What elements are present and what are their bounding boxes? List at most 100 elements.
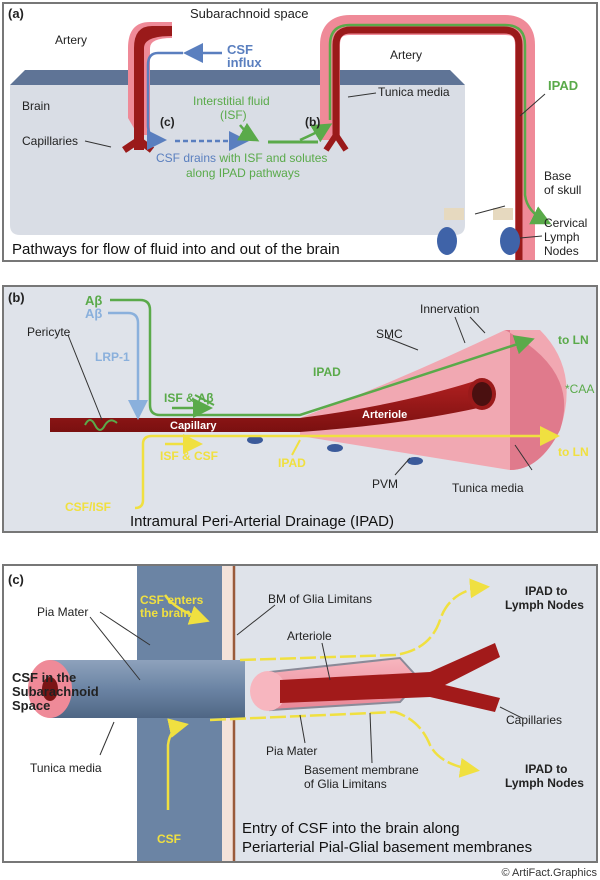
leader-capillaries [84, 140, 112, 148]
panel-b-label: (b) [8, 290, 25, 305]
label-tunica-media: Tunica media [378, 85, 450, 99]
label-tunica-media-c: Tunica media [30, 761, 102, 775]
label-lrp1: LRP-1 [95, 350, 130, 364]
ipad-green-leader [194, 394, 215, 406]
label-base-1: Base [544, 169, 572, 183]
label-ipad-green: IPAD [313, 365, 341, 379]
pia-mater-pipe [50, 660, 245, 718]
label-isf-2: (ISF) [220, 108, 247, 122]
label-capillary: Capillary [170, 420, 217, 432]
label-capillaries: Capillaries [22, 134, 78, 148]
label-artery-right: Artery [390, 48, 422, 62]
lumen-c [42, 677, 58, 701]
label-brain: Brain [22, 99, 50, 113]
label-arteriole-c: Arteriole [287, 629, 332, 643]
skull-base-right [493, 208, 513, 220]
leader-innervation-1 [454, 316, 466, 344]
leader-pia-1 [99, 611, 151, 646]
label-arteriole: Arteriole [362, 409, 407, 421]
panel-a: (a) Subarachnoid space Artery Artery CSF… [2, 2, 598, 262]
label-artery-left: Artery [55, 33, 87, 47]
label-lymph-1: Cervical [544, 216, 587, 230]
brain-tissue [10, 85, 465, 235]
leader-bm [236, 604, 276, 636]
ipad-bottom-arrow [209, 710, 480, 778]
leader-tunica-b [514, 444, 533, 471]
marker-c: (c) [160, 115, 175, 129]
panel-b: (b) Aβ Aβ Pericyte LRP-1 ISF & Aβ Capill… [2, 285, 598, 533]
label-tunica-media-b: Tunica media [452, 481, 524, 495]
label-innervation: Innervation [420, 302, 479, 316]
leader-ipad [519, 93, 546, 117]
arteriole-lumen [472, 382, 492, 406]
pvm-cell [327, 444, 343, 452]
label-subarachnoid: Subarachnoid space [190, 6, 309, 21]
leader-pvm [394, 457, 411, 476]
abeta-blue-path [108, 311, 148, 420]
ipad-yellow-leader [291, 439, 301, 456]
leader-lymph [519, 235, 543, 239]
panel-a-caption: Pathways for flow of fluid into and out … [12, 241, 340, 258]
leader-capillaries-c [499, 706, 523, 719]
label-csf-sub-1: CSF in the [12, 670, 76, 685]
label-csf-influx-1: CSF [227, 42, 253, 57]
label-to-ln-yellow: to LN [558, 445, 589, 459]
label-base-2: of skull [544, 183, 581, 197]
csf-enters-arrow [163, 594, 210, 625]
panel-c: (c) Pia Mater CSF enters the brain BM of… [2, 564, 598, 863]
arteriole-end [250, 671, 286, 711]
label-ipad-top-1: IPAD to [525, 584, 567, 598]
label-pericyte: Pericyte [27, 325, 71, 339]
label-pia-mater-bottom: Pia Mater [266, 744, 317, 758]
leader-skull [474, 205, 506, 215]
pericyte [84, 419, 118, 431]
right-artery [332, 26, 523, 260]
leader-basement [369, 712, 373, 764]
label-smc: SMC [376, 327, 403, 341]
label-csf-isf: CSF/ISF [65, 500, 111, 514]
label-csf-sub-3: Space [12, 698, 50, 713]
panel-c-label: (c) [8, 572, 24, 587]
lymph-node-left [437, 227, 457, 255]
label-isf-1: Interstitial fluid [193, 94, 270, 108]
label-pvm: PVM [372, 477, 398, 491]
abeta-green-path [110, 298, 535, 417]
right-capillaries [323, 133, 349, 152]
label-lymph-2: Lymph [544, 230, 580, 244]
panel-c-caption-2: Periarterial Pial-Glial basement membran… [242, 839, 532, 856]
left-artery [134, 26, 172, 150]
leader-tunica-c [99, 721, 115, 756]
csf-isf-yellow-path [134, 426, 560, 510]
label-basement-1: Basement membrane [304, 763, 419, 777]
ipad-top-arrow [239, 578, 490, 662]
leader-innervation-2 [469, 316, 486, 334]
csf-path [146, 51, 183, 150]
brain-tissue-c [232, 566, 596, 861]
leader-pia-bottom [299, 714, 306, 744]
label-drain-2: along IPAD pathways [186, 166, 300, 180]
label-ipad-yellow: IPAD [278, 456, 306, 470]
capillary-arteriole [50, 380, 478, 432]
drain-csf-text: CSF drains [156, 151, 216, 165]
label-pia-mater-top: Pia Mater [37, 605, 88, 619]
label-ipad-top-2: Lymph Nodes [505, 598, 584, 612]
label-drain-1: CSF drains with ISF and solutes [156, 151, 327, 165]
ipad-pathway [328, 23, 552, 225]
subarachnoid-layer [10, 70, 465, 85]
label-csf-c: CSF [157, 832, 181, 846]
lymph-node-right [500, 227, 520, 255]
pvm-cell [247, 436, 263, 444]
leader-smc [384, 336, 419, 351]
leader-pia-2 [89, 616, 141, 681]
label-isf-csf: ISF & CSF [160, 449, 218, 463]
label-caa: *CAA [565, 382, 594, 396]
label-basement-2: of Glia Limitans [304, 777, 387, 791]
panel-c-caption-1: Entry of CSF into the brain along [242, 820, 460, 837]
skull-base-left [444, 208, 464, 220]
arteriole-c [280, 643, 500, 712]
label-csf-influx-2: influx [227, 55, 262, 70]
label-ipad-bottom-1: IPAD to [525, 762, 567, 776]
label-csf-enters-2: the brain [140, 606, 191, 620]
drain-rest-text: with ISF and solutes [216, 151, 327, 165]
